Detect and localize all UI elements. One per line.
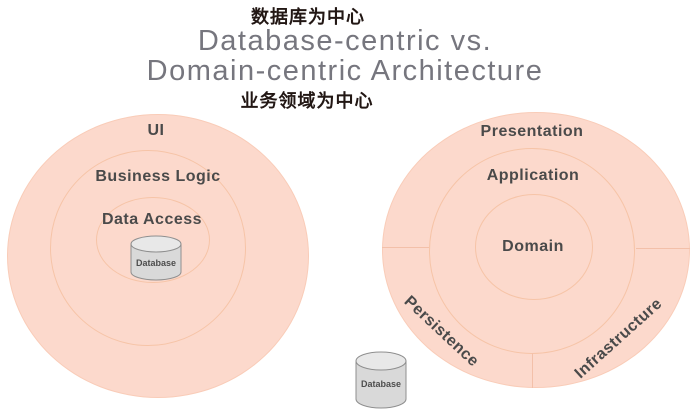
label-database-centric-zh: 数据库为中心 — [251, 7, 365, 27]
right-inner-circle — [475, 194, 593, 300]
database-cylinder-icon: Database — [355, 351, 407, 410]
sector-divider-left — [382, 247, 429, 248]
title-line-2: Domain-centric Architecture — [146, 55, 544, 87]
right-ring-label-domain: Domain — [502, 238, 564, 255]
database-cylinder-svg: Database — [355, 351, 407, 409]
right-database-label: Database — [361, 379, 401, 389]
left-middle-circle — [50, 150, 246, 346]
left-ring-label-data-access: Data Access — [101, 211, 203, 228]
database-cylinder-icon: Database — [130, 235, 182, 286]
label-domain-centric-zh: 业务领域为中心 — [240, 91, 374, 111]
right-ring-label-application: Application — [486, 167, 580, 184]
database-cylinder-svg: Database — [130, 235, 182, 281]
sector-divider-bottom — [532, 353, 533, 388]
left-inner-circle — [96, 197, 210, 283]
left-ring-label-ui: UI — [147, 122, 165, 139]
title-line-1: Database-centric vs. — [197, 25, 493, 57]
page-title: Database-centric vs. Domain-centric Arch… — [95, 26, 595, 86]
sector-divider-right — [636, 248, 690, 249]
left-ring-label-business-logic: Business Logic — [95, 168, 221, 185]
right-ring-label-presentation: Presentation — [480, 123, 584, 140]
left-database-label: Database — [136, 258, 176, 268]
